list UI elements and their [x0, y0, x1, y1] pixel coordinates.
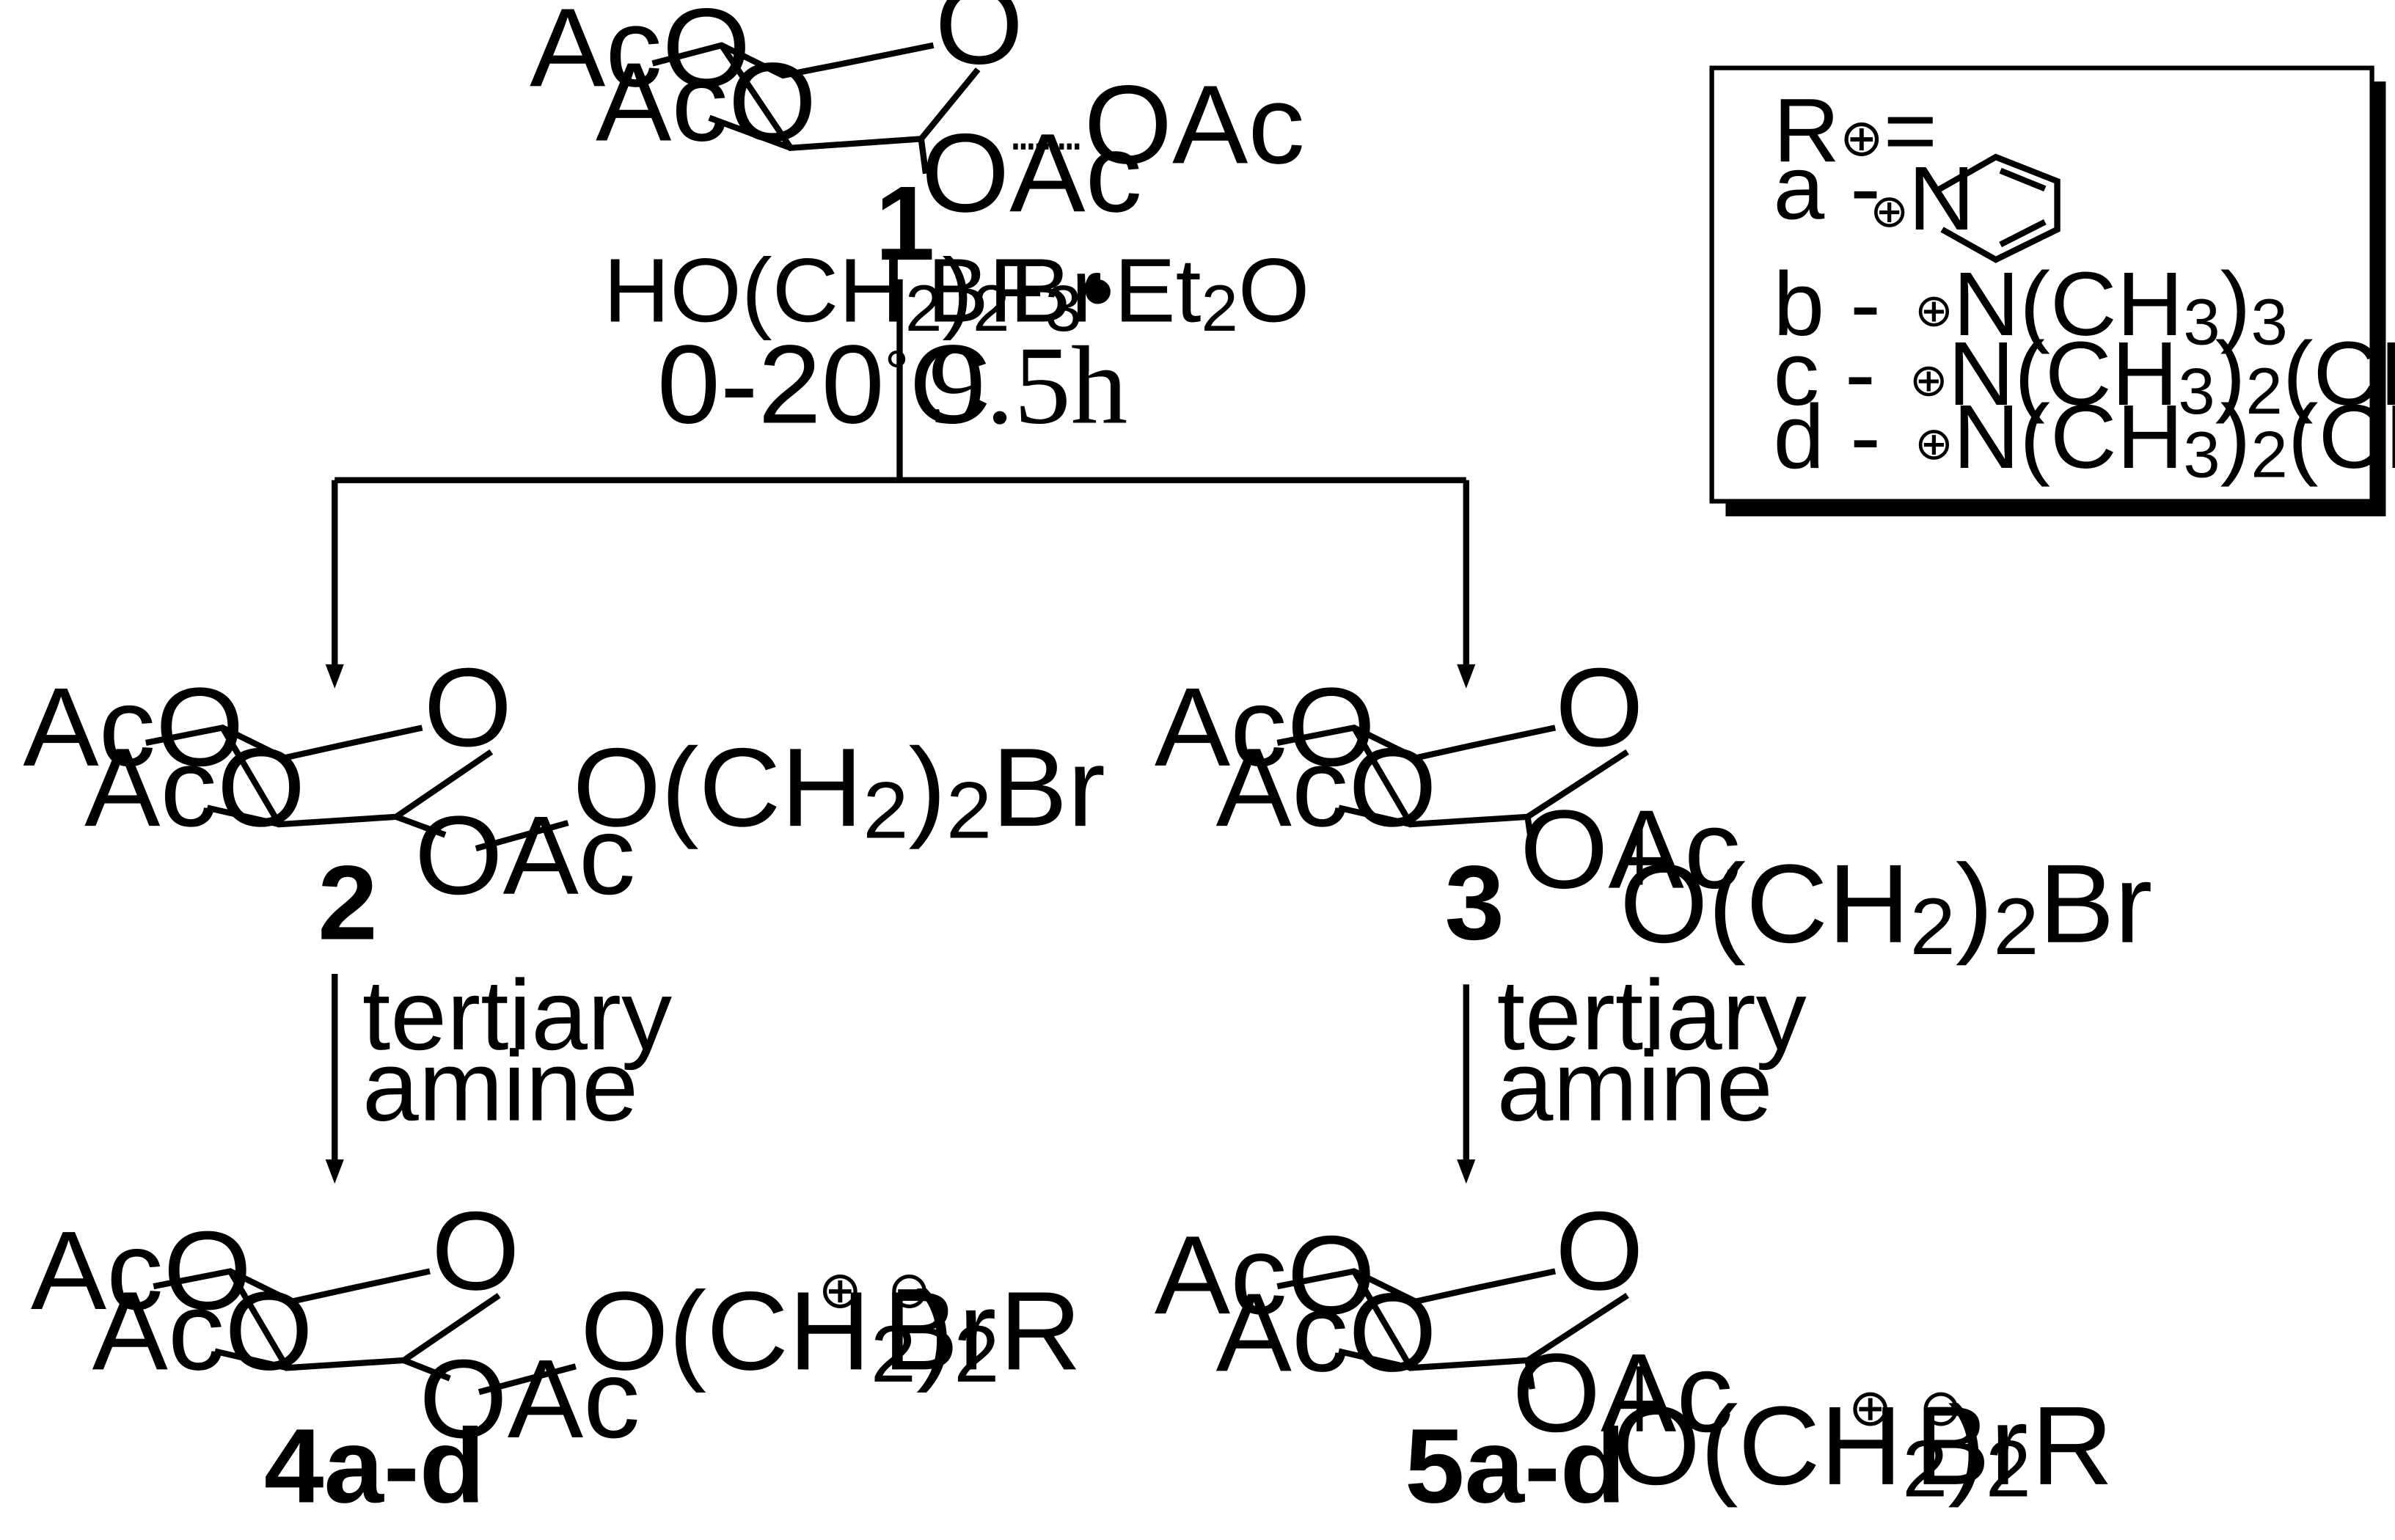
compound-2-ring-bonds [145, 725, 569, 852]
compound-2-c3-substituent: AcO [84, 725, 305, 850]
compound-1-ring-oxygen: O [935, 0, 1023, 87]
compound-1-c3-substituent: AcO [596, 40, 816, 165]
compound-5-counterion: Br [1915, 1383, 2028, 1508]
compound-1: AcO AcO O OAc OAc 1 [530, 0, 1305, 282]
substituent-legend: R⊕= a - ⊕ N b -⊕N(CH3)3 c -⊕N(CH3)2(CH2)… [1709, 65, 2395, 517]
legend-row-c: c -⊕N(CH3)2(CH2)5CH3 [1773, 323, 2395, 428]
compound-1-c1-substituent: OAc [1084, 62, 1305, 188]
compound-3-aglycone: O(CH2)2Br [1620, 841, 2152, 972]
compound-3-ring-oxygen: O [1555, 645, 1643, 770]
compound-4-c3-substituent: AcO [92, 1269, 313, 1394]
compound-3: AcO AcO O OAc O(CH2)2Br 3 [1155, 645, 2152, 972]
compound-4-cation-charge: ⊕ [819, 1261, 863, 1318]
compound-1-ring-bonds [651, 42, 1083, 175]
compound-5-ring-oxygen: O [1555, 1188, 1643, 1313]
compound-4-label: 4a-d [264, 1407, 485, 1525]
compound-4-c4-substituent: AcO [31, 1208, 252, 1333]
compound-2-c2-substituent: OAc [414, 793, 635, 918]
compound-1-c2-substituent: OAc [921, 110, 1142, 235]
compound-3-ring-bonds [1276, 725, 1643, 885]
pyridinium-ring [1936, 153, 2061, 263]
compound-5a-d: AcO AcO O OAc O(CH2)2R ⊕ Br ⊖ 5a-d [1155, 1188, 2113, 1525]
arrow-head-to-5 [1457, 1159, 1476, 1184]
step-3-reagent-line-1: tertiary [1497, 960, 1807, 1071]
compound-4-anion-charge: ⊖ [888, 1261, 932, 1318]
compound-3-label: 3 [1444, 843, 1504, 962]
compound-4-counterion: Br [882, 1269, 996, 1394]
compound-2: AcO AcO O OAc O(CH2)2Br 2 [23, 645, 1105, 961]
branch-arrows [325, 279, 1476, 689]
compound-5-c3-substituent: AcO [1216, 1270, 1437, 1396]
compound-3-c4-substituent: AcO [1155, 664, 1375, 790]
compound-4-c2-substituent: OAc [419, 1336, 640, 1462]
reagent-bf3-etherate: BF3•Et2O [927, 240, 1309, 345]
compound-3-c3-substituent: AcO [1216, 725, 1437, 850]
compound-2-c4-substituent: AcO [23, 664, 244, 790]
compound-5-cation-charge: ⊕ [1849, 1379, 1893, 1436]
legend-row-a-nitrogen: N [1909, 148, 1975, 249]
compound-5-label: 5a-d [1405, 1407, 1626, 1525]
step-2-reagent-line-1: tertiary [362, 960, 673, 1071]
compound-1-label: 1 [875, 164, 935, 282]
legend-box [1709, 65, 2374, 504]
legend-row-d: d -⊕N(CH3)2(CH2)7CH3 [1773, 386, 2395, 491]
arrow-head-to-3 [1457, 664, 1476, 689]
legend-header: R⊕= [1773, 80, 1937, 181]
reaction-conditions: HO(CH2)2Br BF3•Et2O 0-20°C 9.5h [604, 240, 1310, 447]
time-condition: 9.5h [929, 324, 1127, 448]
compound-5-anion-charge: ⊖ [1919, 1379, 1963, 1436]
compound-4-ring-oxygen: O [431, 1188, 519, 1313]
step-2-reagent-line-2: amine [362, 1031, 638, 1143]
compound-5-c4-substituent: AcO [1155, 1212, 1375, 1338]
legend-row-a-charge: ⊕ [1870, 186, 1909, 236]
step-3-reagent-line-2: amine [1497, 1031, 1773, 1143]
compound-4-ring-bonds [153, 1268, 577, 1396]
compound-3-c2-substituent: OAc [1520, 787, 1741, 912]
compound-4-aglycone: O(CH2)2R [580, 1269, 1081, 1399]
arrow-head-to-4 [325, 1159, 344, 1184]
amine-step-arrows: tertiary amine tertiary amine [325, 960, 1807, 1184]
arrow-head-to-2 [325, 664, 344, 689]
compound-2-ring-oxygen: O [424, 645, 512, 770]
compound-2-aglycone: O(CH2)2Br [573, 725, 1105, 855]
compound-1-c4-substituent: AcO [530, 0, 750, 110]
legend-row-a-key: a - [1773, 137, 1881, 238]
compound-5-ring-bonds [1276, 1268, 1643, 1431]
compound-4a-d: AcO AcO O OAc O(CH2)2R ⊕ Br ⊖ 4a-d [31, 1188, 1081, 1525]
reagent-bromoethanol: HO(CH2)2Br [604, 240, 1102, 345]
compound-5-aglycone: O(CH2)2R [1612, 1383, 2113, 1514]
compound-5-c2-substituent: OAc [1513, 1330, 1733, 1456]
legend-row-b: b -⊕N(CH3)3 [1773, 254, 2287, 359]
compound-2-label: 2 [318, 843, 377, 962]
